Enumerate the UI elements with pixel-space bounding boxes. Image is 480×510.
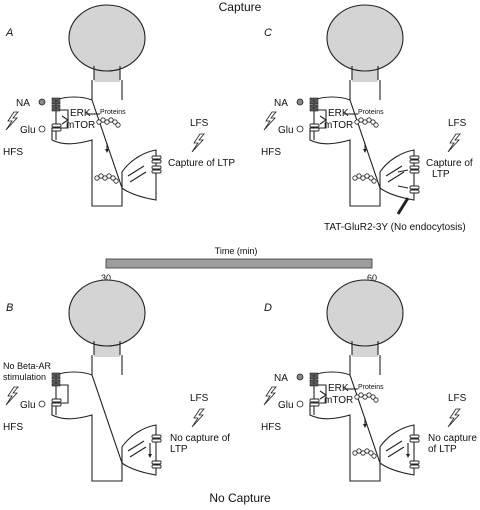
na-marker-icon [38, 98, 46, 106]
panel-d: D NA Glu HFS ERK mTOR Proteins LFS No ca… [261, 279, 477, 482]
top-title: Capture [219, 0, 262, 14]
glu-label: Glu [20, 125, 36, 136]
result-label-line2: LTP [432, 169, 450, 180]
na-marker-icon [296, 373, 304, 381]
timeline: Time (min) 30 60 [101, 246, 377, 283]
lfs-bolt-icon [447, 408, 461, 428]
peptide-label: TAT-GluR2-3Y (No endocytosis) [324, 222, 466, 233]
lfs-bolt-icon [191, 133, 205, 153]
glu-marker-icon [38, 400, 46, 408]
lfs-bolt-icon [191, 408, 205, 428]
lfs-bolt-icon [447, 133, 461, 153]
soma [68, 279, 146, 358]
panel-d-letter: D [264, 302, 272, 314]
result-label-line2: of LTP [428, 444, 457, 455]
result-label-line1: No capture of [170, 433, 230, 444]
lfs-label: LFS [448, 393, 467, 404]
mtor-label: mTOR [324, 120, 353, 131]
timeline-end: 60 [367, 273, 377, 283]
result-label-line1: No capture [428, 433, 477, 444]
panel-a: A NA Glu HFS ERK mTOR Proteins LFS Captu… [3, 4, 235, 207]
no-beta-label-line2: stimulation [3, 372, 46, 382]
result-label-line1: Capture of [426, 158, 473, 169]
panel-b: B No Beta-AR stimulation Glu HFS LFS No … [3, 279, 230, 482]
na-marker-icon [296, 98, 304, 106]
proteins-label: Proteins [358, 109, 384, 116]
result-label-line2: LTP [170, 444, 188, 455]
hfs-label: HFS [261, 422, 281, 433]
soma [326, 4, 404, 83]
timeline-label: Time (min) [215, 246, 258, 256]
result-label: Capture of LTP [168, 158, 235, 169]
soma [68, 4, 146, 83]
panel-c-letter: C [264, 27, 272, 39]
glu-marker-icon [296, 125, 304, 133]
hfs-bolt-icon [263, 386, 277, 406]
proteins-label: Proteins [100, 109, 126, 116]
soma [326, 279, 404, 358]
na-label: NA [16, 98, 30, 109]
hfs-bolt-icon [263, 111, 277, 131]
glu-marker-icon [296, 400, 304, 408]
glu-label: Glu [20, 400, 36, 411]
glu-marker-icon [38, 125, 46, 133]
na-label: NA [274, 373, 288, 384]
bottom-title: No Capture [209, 491, 271, 505]
erk-label: ERK [328, 108, 349, 119]
na-label: NA [274, 98, 288, 109]
proteins-label: Proteins [358, 384, 384, 391]
hfs-label: HFS [3, 147, 23, 158]
glu-label: Glu [278, 125, 294, 136]
hfs-label: HFS [261, 147, 281, 158]
lfs-label: LFS [190, 118, 209, 129]
hfs-label: HFS [3, 422, 23, 433]
glu-label: Glu [278, 400, 294, 411]
mtor-label: mTOR [66, 120, 95, 131]
erk-label: ERK [328, 383, 349, 394]
panel-b-letter: B [6, 302, 13, 314]
hfs-bolt-icon [5, 111, 19, 131]
erk-label: ERK [70, 108, 91, 119]
tat-peptide-icon [396, 197, 410, 215]
mtor-label: mTOR [324, 395, 353, 406]
timeline-bar [105, 258, 373, 269]
panel-c: C NA Glu HFS ERK mTOR Proteins LFS Captu… [261, 4, 473, 233]
panel-a-letter: A [5, 27, 13, 39]
timeline-start: 30 [101, 273, 111, 283]
hfs-bolt-icon [5, 386, 19, 406]
no-beta-label-line1: No Beta-AR [3, 361, 52, 371]
lfs-label: LFS [448, 118, 467, 129]
lfs-label: LFS [190, 393, 209, 404]
